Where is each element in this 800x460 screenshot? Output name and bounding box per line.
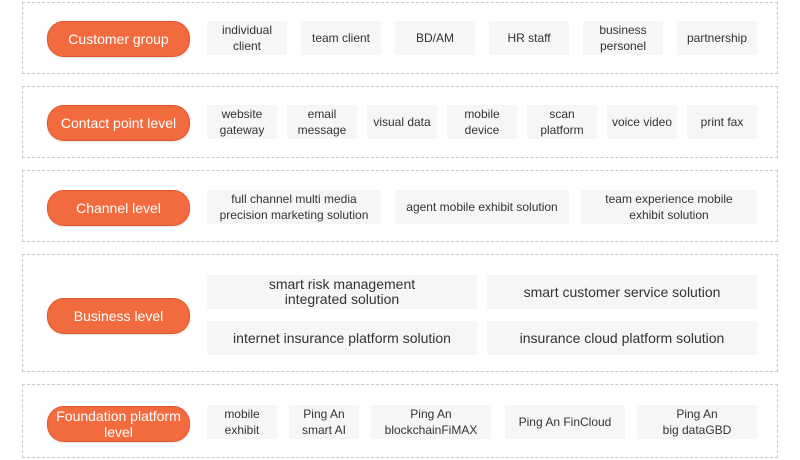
item-ping-an-smart-ai: Ping An smart AI [289, 405, 359, 439]
item-ping-an-blockchain-fimax: Ping An blockchainFiMAX [371, 405, 491, 439]
item-ping-an-fincloud: Ping An FinCloud [505, 405, 625, 439]
item-email-message: email message [287, 105, 357, 139]
item-agent-mobile-exhibit: agent mobile exhibit solution [395, 190, 569, 224]
item-voice-video: voice video [607, 105, 677, 139]
level-label-contact-point: Contact point level [47, 105, 190, 141]
row-contact-point-level: Contact point level website gateway emai… [22, 86, 778, 158]
row-customer-group: Customer group individual client team cl… [22, 2, 778, 74]
item-ping-an-big-data-gbd: Ping An big dataGBD [637, 405, 757, 439]
item-print-fax: print fax [687, 105, 757, 139]
row-business-level: Business level smart risk management int… [22, 254, 778, 372]
item-partnership: partnership [677, 21, 757, 55]
item-mobile-device: mobile device [447, 105, 517, 139]
item-insurance-cloud-platform: insurance cloud platform solution [487, 321, 757, 355]
item-website-gateway: website gateway [207, 105, 277, 139]
item-full-channel-marketing: full channel multi media precision marke… [207, 190, 381, 224]
item-internet-insurance-platform: internet insurance platform solution [207, 321, 477, 355]
item-individual-client: individual client [207, 21, 287, 55]
level-label-customer-group: Customer group [47, 21, 190, 57]
item-smart-risk-management: smart risk management integrated solutio… [207, 275, 477, 309]
item-hr-staff: HR staff [489, 21, 569, 55]
item-bd-am: BD/AM [395, 21, 475, 55]
row-foundation-platform-level: Foundation platform level mobile exhibit… [22, 384, 778, 458]
level-label-business: Business level [47, 298, 190, 334]
item-mobile-exhibit: mobile exhibit [207, 405, 277, 439]
item-smart-customer-service: smart customer service solution [487, 275, 757, 309]
level-label-foundation-platform: Foundation platform level [47, 406, 190, 442]
level-label-channel: Channel level [47, 190, 190, 226]
item-team-experience-mobile: team experience mobile exhibit solution [581, 190, 757, 224]
row-channel-level: Channel level full channel multi media p… [22, 170, 778, 242]
item-team-client: team client [301, 21, 381, 55]
item-visual-data: visual data [367, 105, 437, 139]
item-business-personel: business personel [583, 21, 663, 55]
item-scan-platform: scan platform [527, 105, 597, 139]
